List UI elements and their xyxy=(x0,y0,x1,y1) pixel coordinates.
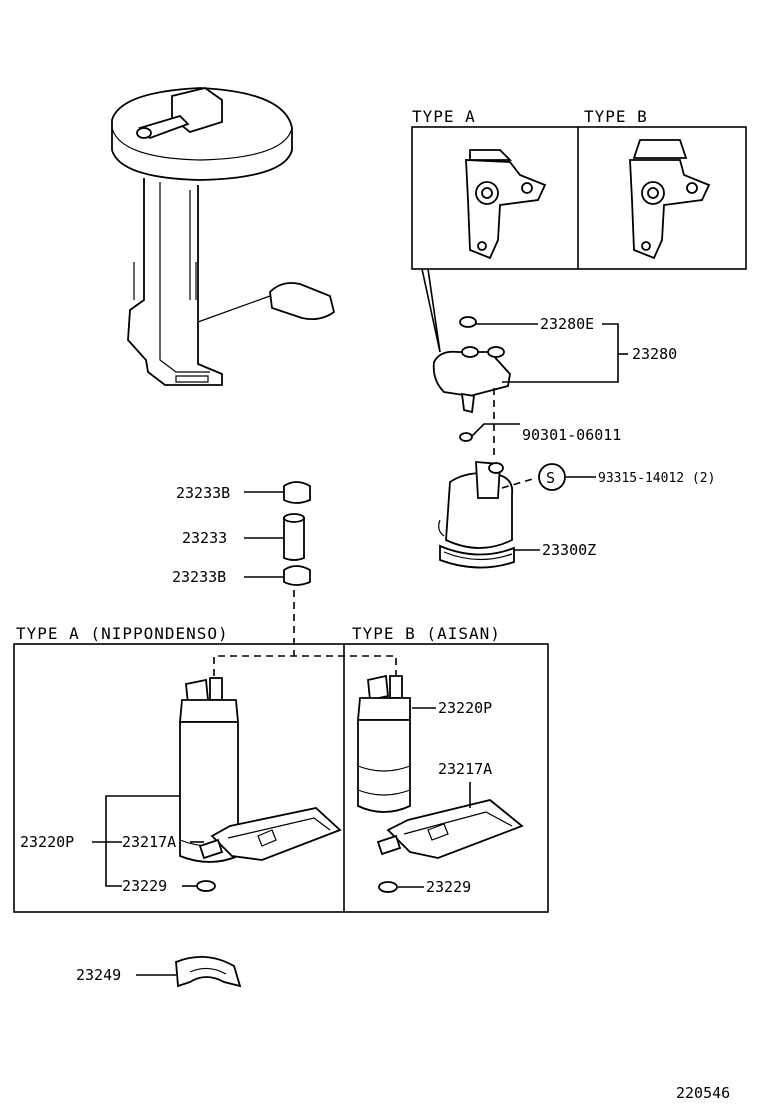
label-90301-06011: 90301-06011 xyxy=(522,426,621,444)
pump-type-box: TYPE A (NIPPONDENSO) TYPE B (AISAN) xyxy=(13,624,549,913)
regulator-23280 xyxy=(432,316,628,460)
label-type-a-23217A: 23217A xyxy=(122,833,176,851)
regulator-type-a-header: TYPE A xyxy=(412,107,476,126)
label-23249: 23249 xyxy=(76,966,121,984)
label-23300Z: 23300Z xyxy=(542,541,596,559)
hose-and-clamps xyxy=(244,481,311,656)
regulator-type-box: TYPE A TYPE B xyxy=(411,107,747,353)
label-type-b-23217A: 23217A xyxy=(438,760,492,778)
s-symbol-text: S xyxy=(546,469,555,487)
label-type-a-23220P: 23220P xyxy=(20,833,74,851)
retainer-23249 xyxy=(136,956,242,988)
label-23280: 23280 xyxy=(632,345,677,363)
fuel-sender-assembly xyxy=(111,87,336,386)
pump-bracket-23300Z xyxy=(438,461,540,569)
pump-type-b-header: TYPE B (AISAN) xyxy=(352,624,501,643)
label-23233: 23233 xyxy=(182,529,227,547)
pump-type-a-header: TYPE A (NIPPONDENSO) xyxy=(16,624,229,643)
label-type-a-23229: 23229 xyxy=(122,877,167,895)
label-23233B-top: 23233B xyxy=(176,484,230,502)
pump-type-a xyxy=(92,677,342,892)
bolt-90301 xyxy=(459,423,520,442)
label-type-b-23229: 23229 xyxy=(426,878,471,896)
figure-number: 220546 xyxy=(676,1084,730,1102)
label-23280E: 23280E xyxy=(540,315,594,333)
pump-type-b xyxy=(357,674,524,893)
label-type-b-23220P: 23220P xyxy=(438,699,492,717)
s-symbol-icon: S xyxy=(538,463,566,491)
regulator-type-b-header: TYPE B xyxy=(584,107,648,126)
label-93315-14012: 93315-14012 (2) xyxy=(598,471,715,486)
label-23233B-bottom: 23233B xyxy=(172,568,226,586)
